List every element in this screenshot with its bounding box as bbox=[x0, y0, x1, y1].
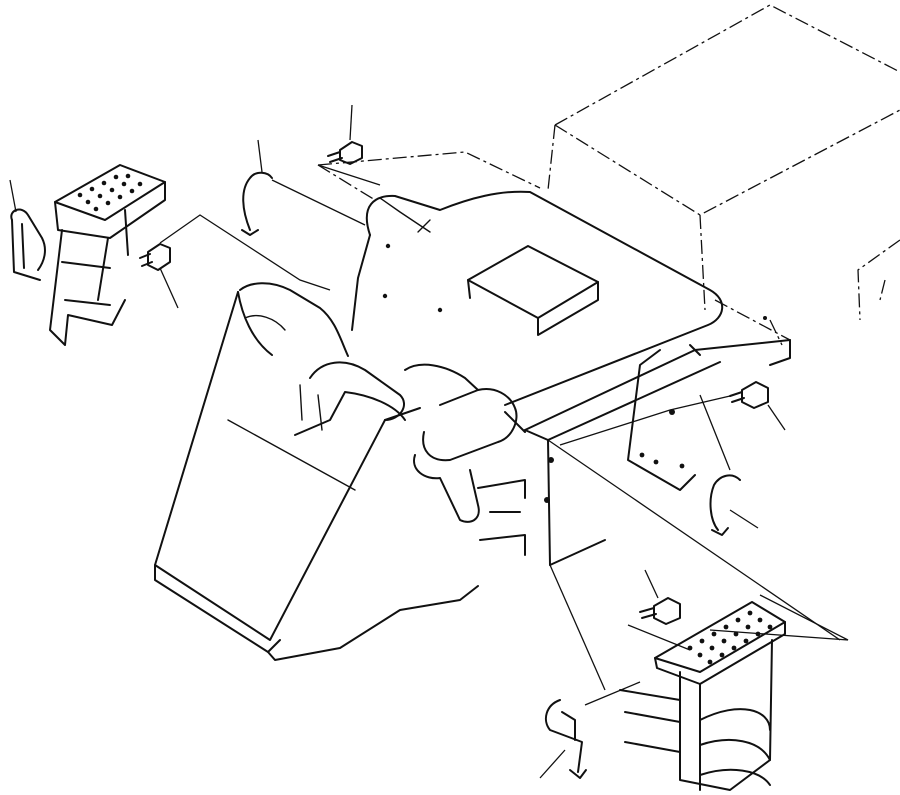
left-handrail-icon bbox=[9, 179, 46, 281]
left-step-icon bbox=[49, 164, 166, 346]
machine-body bbox=[154, 190, 791, 661]
right-bolt-icon bbox=[559, 381, 786, 446]
lower-step-icon bbox=[619, 594, 849, 791]
leader-lines bbox=[547, 439, 841, 691]
upper-handrail-icon bbox=[241, 139, 366, 236]
left-bolt-icon bbox=[139, 214, 331, 309]
lower-handrail-icon bbox=[539, 681, 641, 779]
machine-phantom-outline bbox=[317, 4, 900, 346]
upper-bolt-icon bbox=[317, 104, 381, 186]
lower-bolt-icon bbox=[627, 569, 691, 651]
right-handrail-icon bbox=[699, 394, 759, 536]
